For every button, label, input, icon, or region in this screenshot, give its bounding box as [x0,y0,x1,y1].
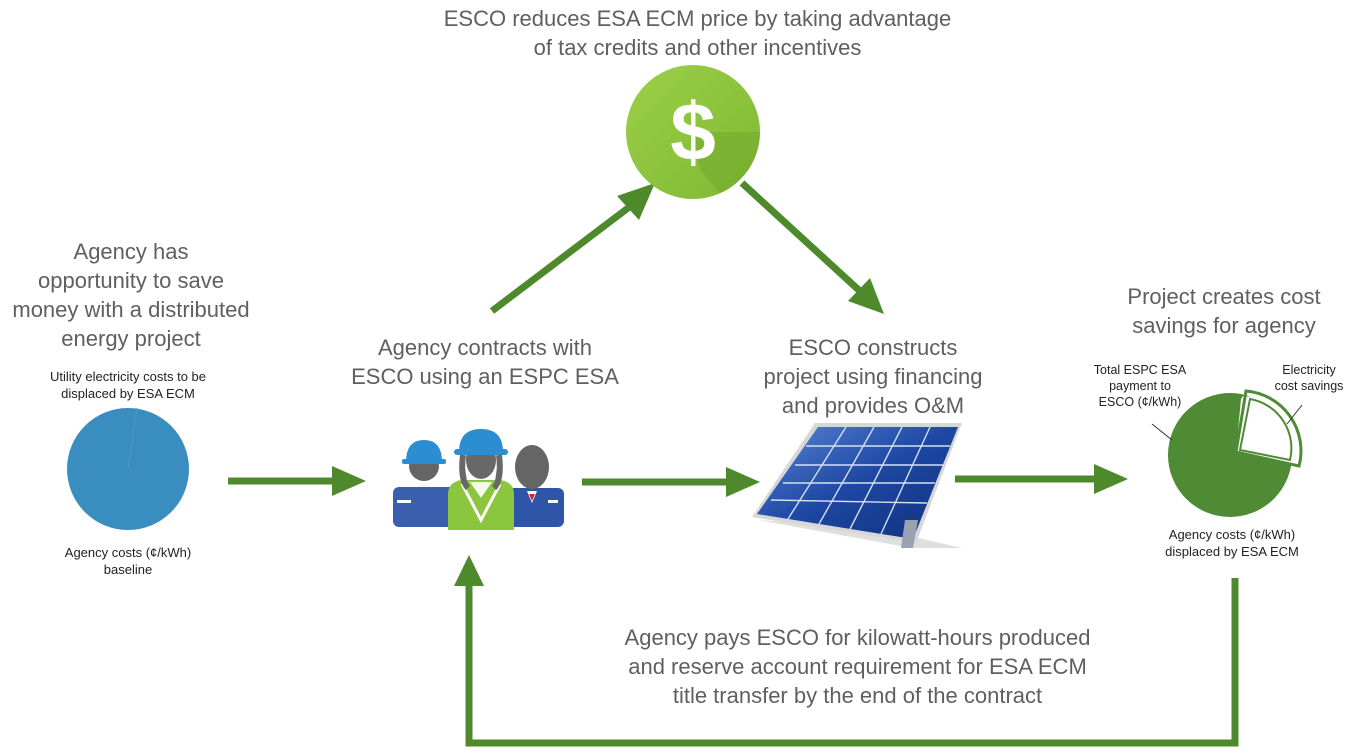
arrow-dollar-to-construct [739,180,884,314]
savings-title: Project creates cost savings for agency [1127,284,1321,338]
arrow-agency-to-panel [582,467,760,497]
flow-arrows [228,180,1239,747]
solar-panel-icon [752,423,962,548]
arrow-agency-to-dollar [489,183,655,314]
dollar-glyph: $ [670,87,716,178]
arrow-return-loop [454,555,1239,747]
baseline-pie [67,407,189,530]
baseline-pie-bottom-label: Agency costs (¢/kWh) baseline [64,545,192,577]
dollar-sign-icon: $ [626,65,760,199]
esco-constructs-caption: ESCO constructs project using financing … [763,335,983,418]
savings-pie [1151,389,1303,517]
displaced-label: Agency costs (¢/kWh) displaced by ESA EC… [1165,527,1299,559]
payment-label: Total ESPC ESA payment to ESCO (¢/kWh) [1093,363,1187,409]
baseline-pie-top-label: Utility electricity costs to be displace… [49,369,207,401]
workers-group-icon [393,429,564,530]
top-caption: ESCO reduces ESA ECM price by taking adv… [443,6,952,60]
bottom-caption: Agency pays ESCO for kilowatt-hours prod… [624,625,1091,708]
savings-label: Electricity cost savings [1274,363,1344,393]
left-title: Agency has opportunity to save money wit… [12,239,250,351]
arrow-left-to-agency [228,466,366,496]
arrow-panel-to-savings [955,464,1128,494]
agency-contracts-caption: Agency contracts with ESCO using an ESPC… [351,335,619,389]
